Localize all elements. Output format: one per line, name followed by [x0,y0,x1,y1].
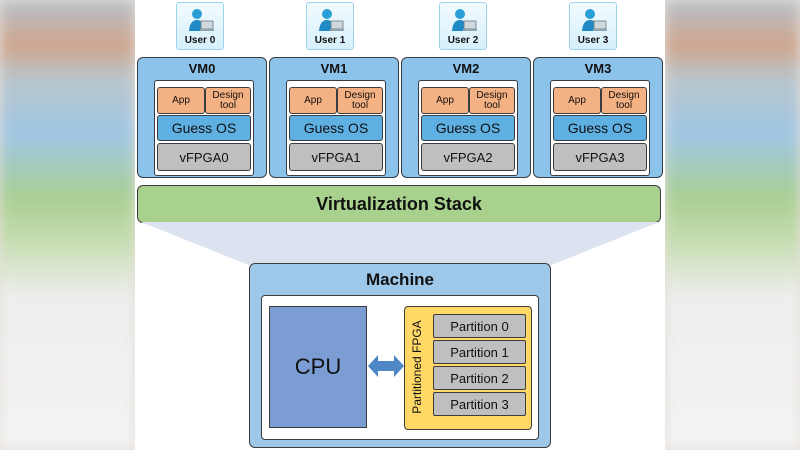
machine: Machine CPU Partitioned FPGA Partition 0… [249,263,551,448]
vm-0: VM0 App Design tool Guess OS vFPGA0 [137,57,267,178]
app-box: App [553,87,601,114]
user-label: User 1 [314,35,346,46]
app-box: App [289,87,337,114]
vfpga-box: vFPGA2 [421,143,515,171]
vm-title: VM2 [452,61,480,76]
user-0: User 0 [176,2,224,50]
vm-software-stack: App Design tool Guess OS vFPGA1 [286,80,386,176]
user-label: User 2 [447,35,479,46]
design-tool-box: Design tool [205,87,251,114]
machine-inner: CPU Partitioned FPGA Partition 0 Partiti… [261,295,539,440]
diagram-canvas: User 0 User 1 User 2 User 3 VM0 [135,0,665,450]
guest-os-box: Guess OS [157,115,251,141]
user-laptop-icon [319,9,344,31]
user-label: User 0 [184,35,216,46]
vm-title: VM1 [320,61,348,76]
partitioned-fpga: Partitioned FPGA Partition 0 Partition 1… [404,306,532,430]
user-label: User 3 [577,35,609,46]
fpga-label: Partitioned FPGA [410,320,424,414]
vfpga-box: vFPGA1 [289,143,383,171]
guest-os-box: Guess OS [421,115,515,141]
design-tool-box: Design tool [601,87,647,114]
partition-1: Partition 1 [433,340,526,364]
user-1: User 1 [306,2,354,50]
vm-3: VM3 App Design tool Guess OS vFPGA3 [533,57,663,178]
background-left [0,0,135,450]
vfpga-box: vFPGA0 [157,143,251,171]
design-tool-box: Design tool [469,87,515,114]
partition-0: Partition 0 [433,314,526,338]
user-laptop-icon [189,9,214,31]
partition-2: Partition 2 [433,366,526,390]
funnel-connector [141,222,659,266]
vm-software-stack: App Design tool Guess OS vFPGA3 [550,80,650,176]
machine-title: Machine [365,270,435,289]
cpu-box: CPU [269,306,367,428]
user-laptop-icon [452,9,477,31]
app-box: App [157,87,205,114]
virtualization-stack: Virtualization Stack [137,185,661,223]
user-2: User 2 [439,2,487,50]
partition-3: Partition 3 [433,392,526,416]
vm-1: VM1 App Design tool Guess OS vFPGA1 [269,57,399,178]
background-right [665,0,800,450]
app-box: App [421,87,469,114]
vfpga-box: vFPGA3 [553,143,647,171]
vm-2: VM2 App Design tool Guess OS vFPGA2 [401,57,531,178]
user-laptop-icon [582,9,607,31]
vm-title: VM3 [584,61,612,76]
vm-software-stack: App Design tool Guess OS vFPGA0 [154,80,254,176]
guest-os-box: Guess OS [553,115,647,141]
vm-software-stack: App Design tool Guess OS vFPGA2 [418,80,518,176]
vm-title: VM0 [188,61,216,76]
design-tool-box: Design tool [337,87,383,114]
user-3: User 3 [569,2,617,50]
double-arrow-icon [368,355,404,377]
guest-os-box: Guess OS [289,115,383,141]
